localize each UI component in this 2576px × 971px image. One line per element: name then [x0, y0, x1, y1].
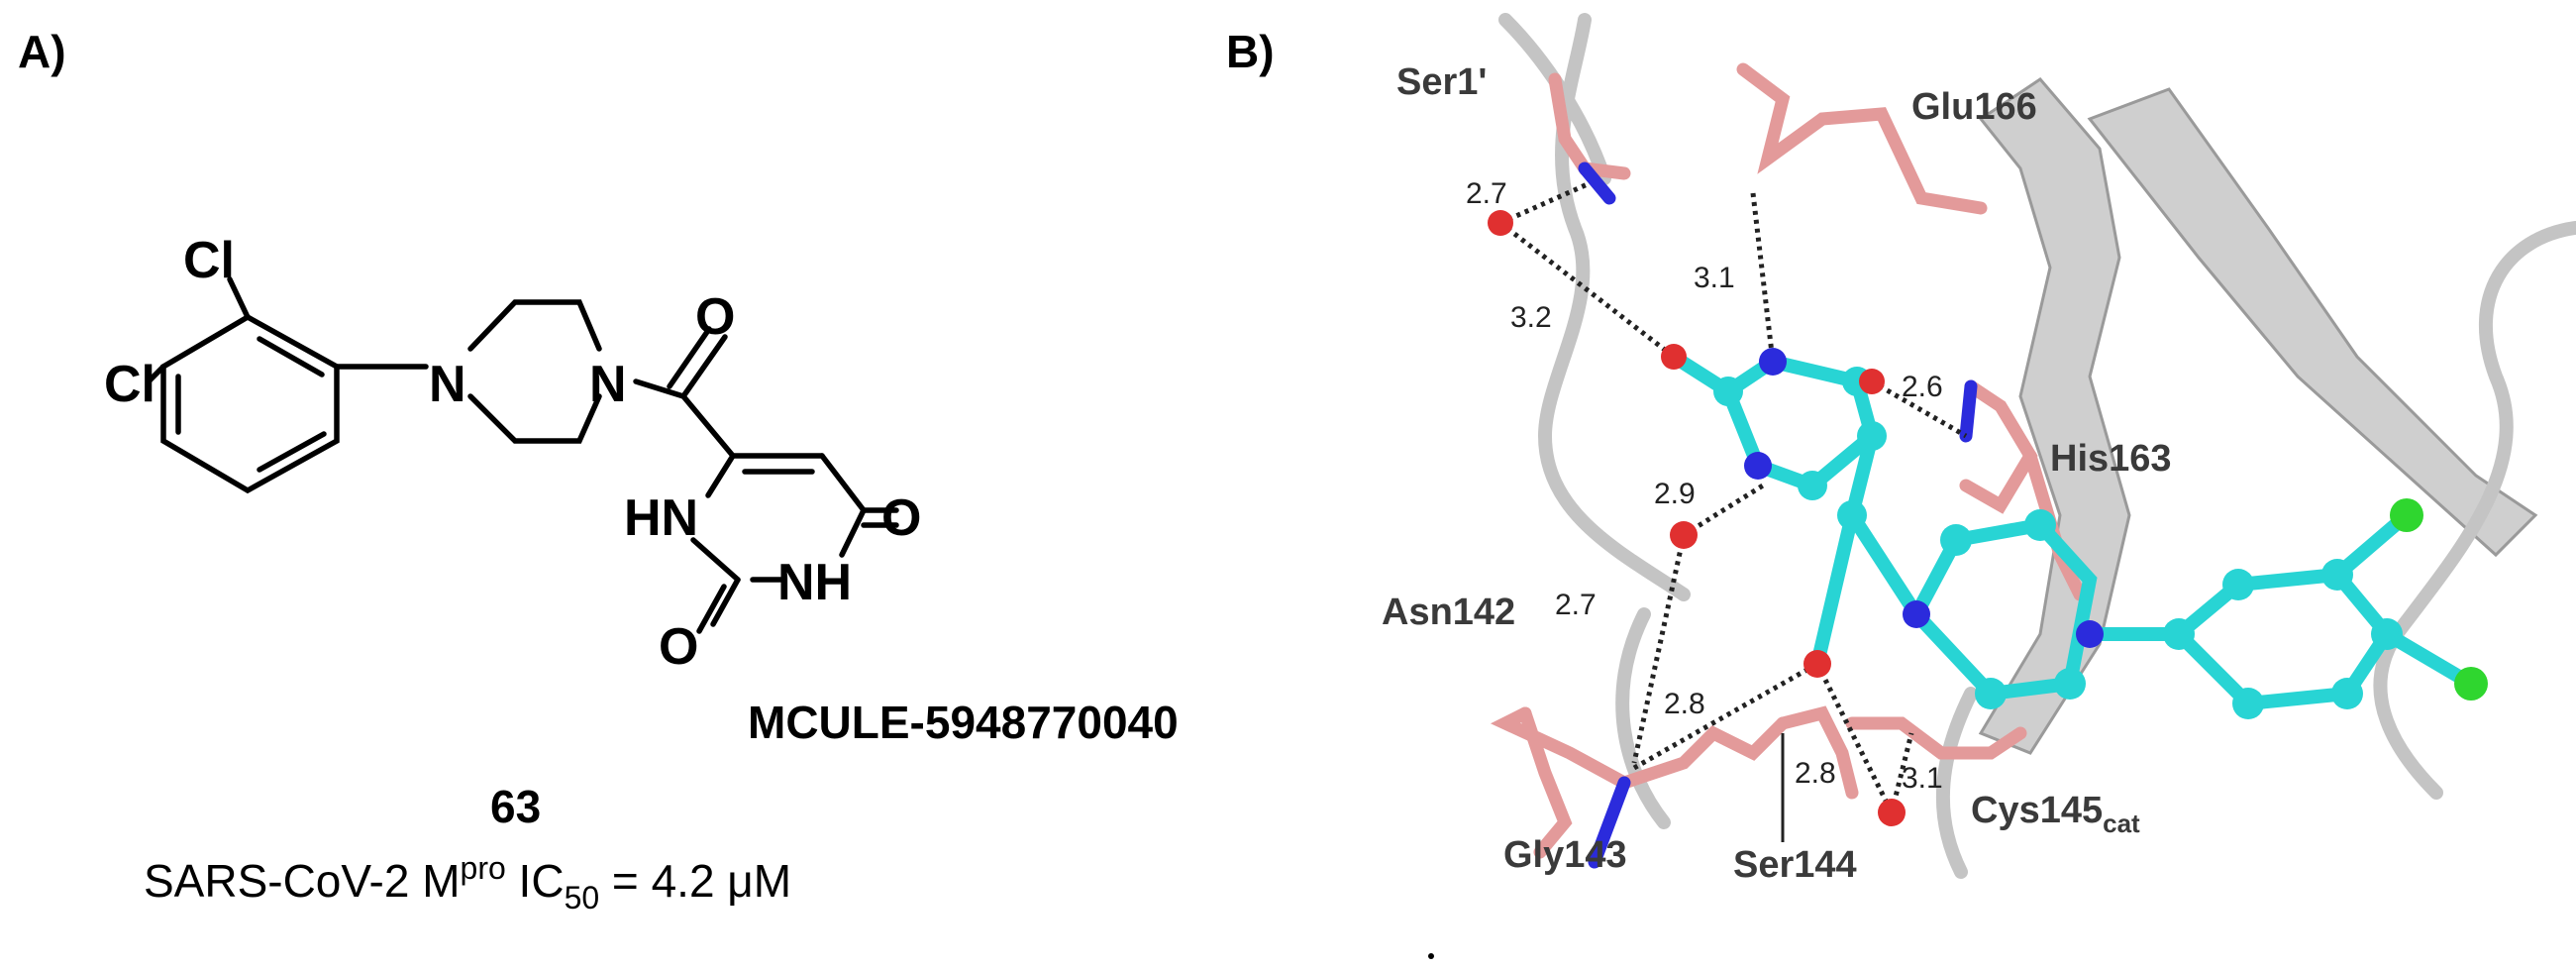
gly143-stick	[1617, 716, 1790, 790]
panel-b-label: B)	[1226, 26, 1275, 77]
ligand-nitrogens	[1744, 348, 2104, 648]
distance-label: 3.1	[1694, 262, 1735, 294]
atom-o-ring-right: O	[881, 489, 921, 547]
compound-code: MCULE-5948770040	[748, 697, 1179, 748]
ligand-bond	[1845, 508, 1923, 621]
panel-b: B)	[1226, 13, 2576, 959]
ligand-model	[1488, 210, 2488, 826]
chlorine-atoms	[2390, 498, 2488, 701]
label-ser144: Ser144	[1733, 844, 1857, 886]
distance-label: 2.7	[1555, 589, 1597, 621]
distance-label: 3.1	[1902, 762, 1943, 795]
label-glu166: Glu166	[1911, 86, 2037, 128]
ligand-carbons	[1713, 367, 2403, 719]
cys145-stick	[1845, 716, 2027, 760]
panel-a: A)	[18, 26, 1179, 916]
ser1-nitrogen	[1578, 162, 1616, 205]
atom-hn: HN	[624, 489, 698, 547]
atom-n-piperazine-left: N	[429, 356, 466, 413]
hbond-water-gly143	[1631, 534, 1687, 764]
atom-n-piperazine-right: N	[589, 356, 627, 413]
piperazine-top	[467, 299, 602, 352]
atom-cl-left: Cl	[104, 356, 155, 413]
coil-right	[2373, 221, 2576, 800]
carbonyl-bond	[680, 334, 728, 399]
c2-o-bond	[710, 577, 741, 627]
ring-bond	[839, 507, 867, 558]
label-asn142: Asn142	[1382, 592, 1515, 633]
residue-sticks	[1490, 62, 2087, 869]
distance-label: 2.7	[1466, 177, 1507, 210]
cl-bond	[146, 364, 166, 384]
pyrimidine-ring	[1667, 350, 1880, 493]
beta-strand-2	[2087, 87, 2538, 558]
carbonyl-bond-3d	[1810, 508, 1859, 671]
activity-caption: SARS-CoV-2 Mpro IC50 = 4.2 μM	[144, 850, 791, 916]
hbond-o-water	[1814, 662, 1895, 814]
label-cys145: Cys145cat	[1971, 790, 2140, 838]
panel-a-label: A)	[18, 26, 66, 77]
label-his163: His163	[2050, 438, 2172, 480]
glu166-stick	[1736, 62, 1988, 215]
protein-ribbon	[1498, 13, 2576, 879]
ring-bond	[705, 453, 736, 498]
atom-o-carbonyl: O	[695, 288, 735, 346]
distance-label: 2.9	[1654, 478, 1696, 510]
distance-label: 2.8	[1664, 688, 1705, 720]
compound-number: 63	[490, 781, 541, 832]
ring-bond	[819, 453, 867, 513]
carbonyl-double	[667, 326, 712, 389]
label-ser1: Ser1'	[1396, 61, 1487, 103]
c2-o-double	[696, 584, 727, 634]
ser1-stick	[1548, 72, 1631, 180]
distance-label: 2.6	[1902, 371, 1943, 403]
c-c-bond	[680, 393, 736, 459]
oxygen-atoms	[1488, 210, 1906, 826]
amide-bond	[633, 378, 686, 399]
cl-bond	[227, 276, 251, 320]
distance-label: 3.2	[1510, 301, 1552, 334]
piperazine-bottom	[467, 393, 602, 444]
coil-lower-left	[1615, 607, 1671, 829]
atom-nh: NH	[777, 554, 852, 611]
asn142-side	[1490, 706, 1631, 790]
distance-label: 2.8	[1795, 757, 1836, 790]
benzene-ring	[160, 313, 340, 494]
his163-ring	[1959, 379, 2038, 514]
label-gly143: Gly143	[1503, 834, 1627, 876]
his163-nitrogen	[1959, 379, 1978, 443]
hbond-glu166	[1750, 192, 1776, 363]
stray-dot	[1428, 953, 1434, 959]
gly143-nitrogen	[1588, 776, 1631, 869]
aromatic-double-bond	[257, 336, 325, 378]
hbond-ser1-water	[1498, 180, 1592, 226]
coil-bottom	[1935, 687, 1978, 879]
atom-cl-top: Cl	[183, 232, 235, 289]
hbond-his163	[1870, 378, 1968, 439]
hbond-water-ligand-o	[1498, 221, 1676, 359]
atom-o-ring-bottom: O	[659, 618, 698, 676]
hydrogen-bonds	[1498, 180, 1968, 842]
hbond-water-n	[1682, 483, 1765, 538]
ring-bond	[690, 537, 741, 583]
chemical-structure: Cl Cl N N O O O HN NH	[104, 232, 921, 676]
aromatic-double-bond	[257, 431, 327, 473]
ser144-stick	[1776, 705, 1859, 800]
